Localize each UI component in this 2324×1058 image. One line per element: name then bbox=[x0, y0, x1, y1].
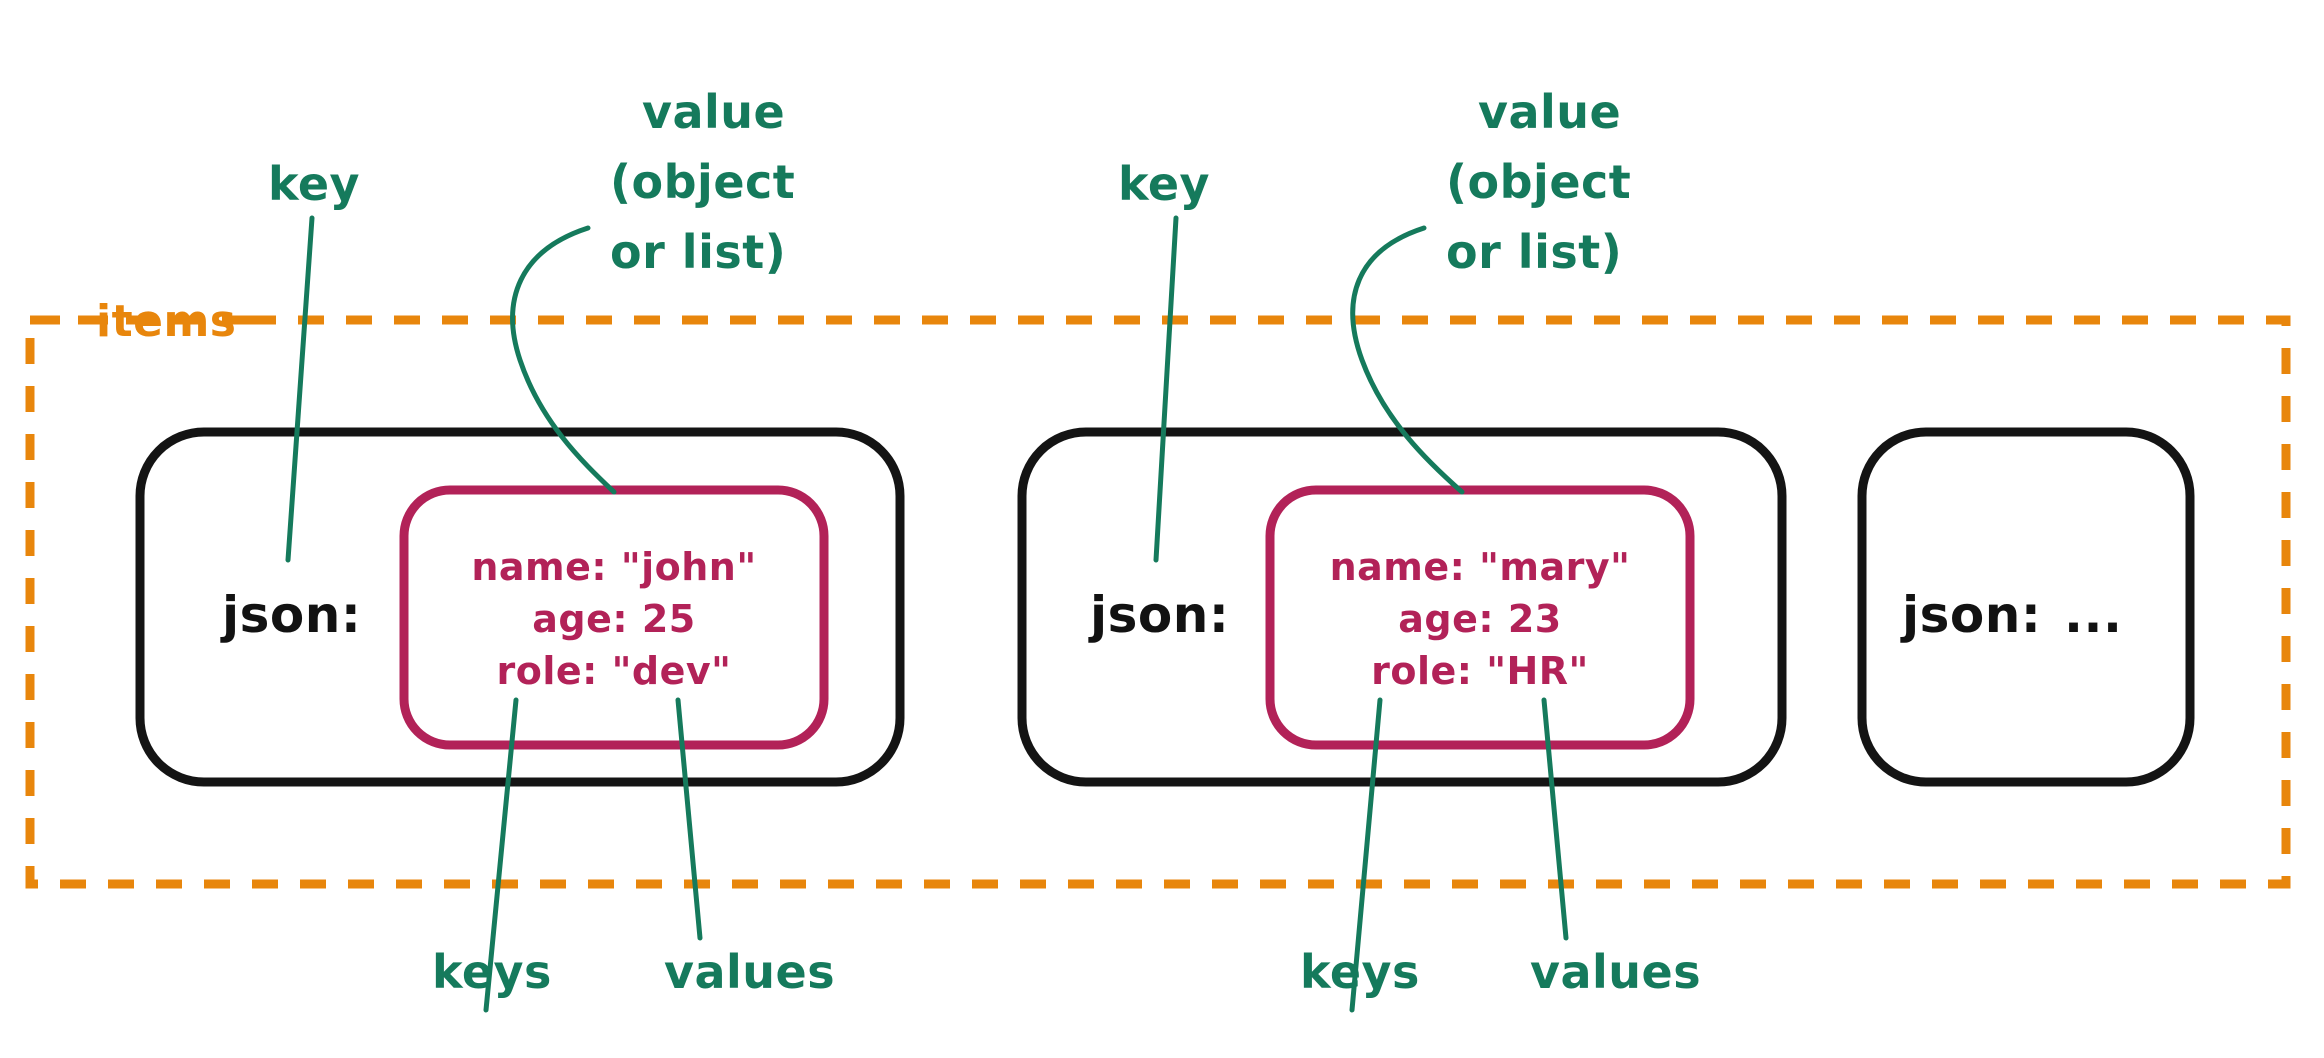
card-1-entry-line-2: age: 25 bbox=[532, 597, 695, 641]
card-2-entry-line-1: name: "mary" bbox=[1330, 545, 1631, 589]
card-1-entry-line-3: role: "dev" bbox=[497, 649, 732, 693]
card-2-entry-line-2: age: 23 bbox=[1398, 597, 1561, 641]
annotation-value-1-line-1: value bbox=[642, 85, 785, 139]
items-dashed-border bbox=[25, 315, 2291, 889]
items-container bbox=[25, 315, 2291, 889]
annotation-value-1-line-3: or list) bbox=[610, 225, 786, 279]
card-2-value-border bbox=[1265, 485, 1695, 750]
json-card-2[interactable]: json: name: "mary" age: 23 role: "HR" bbox=[1017, 427, 1787, 787]
json-card-1[interactable]: json: name: "john" age: 25 role: "dev" bbox=[135, 427, 905, 787]
leader-keys-2 bbox=[1349, 697, 1383, 1013]
annotation-value-1-line-2: (object bbox=[610, 155, 795, 209]
annotation-values-2: values bbox=[1530, 945, 1701, 999]
card-3-key-label: json: bbox=[1900, 586, 2041, 644]
card-3-outer-border bbox=[1857, 427, 2195, 787]
annotation-group-1: key value (object or list) keys values bbox=[268, 85, 835, 1013]
annotation-key-2: key bbox=[1118, 157, 1210, 211]
annotation-key-1: key bbox=[268, 157, 360, 211]
annotation-value-2-line-1: value bbox=[1478, 85, 1621, 139]
leader-key-1 bbox=[285, 215, 315, 563]
annotation-keys-2: keys bbox=[1300, 945, 1420, 999]
card-2-key-label: json: bbox=[1088, 586, 1229, 644]
card-2-value-box[interactable]: name: "mary" age: 23 role: "HR" bbox=[1265, 485, 1695, 750]
card-1-entry-line-1: name: "john" bbox=[471, 545, 756, 589]
card-3-ellipsis: ... bbox=[2064, 586, 2122, 644]
annotation-value-2-line-2: (object bbox=[1446, 155, 1631, 209]
items-label: items bbox=[96, 296, 237, 347]
leader-values-2 bbox=[1541, 697, 1569, 941]
card-1-outer-border bbox=[135, 427, 905, 787]
card-1-key-label: json: bbox=[220, 586, 361, 644]
json-card-3[interactable]: json: ... bbox=[1857, 427, 2195, 787]
annotation-value-2-line-3: or list) bbox=[1446, 225, 1622, 279]
leader-values-1 bbox=[675, 697, 703, 941]
leader-keys-1 bbox=[483, 697, 519, 1013]
leader-value-2 bbox=[1350, 225, 1465, 495]
annotation-values-1: values bbox=[664, 945, 835, 999]
leader-value-1 bbox=[510, 225, 617, 495]
card-1-value-box[interactable]: name: "john" age: 25 role: "dev" bbox=[399, 485, 829, 750]
card-2-entry-line-3: role: "HR" bbox=[1371, 649, 1589, 693]
annotation-group-2: key value (object or list) keys values bbox=[1118, 85, 1701, 1013]
leader-key-2 bbox=[1153, 215, 1179, 563]
